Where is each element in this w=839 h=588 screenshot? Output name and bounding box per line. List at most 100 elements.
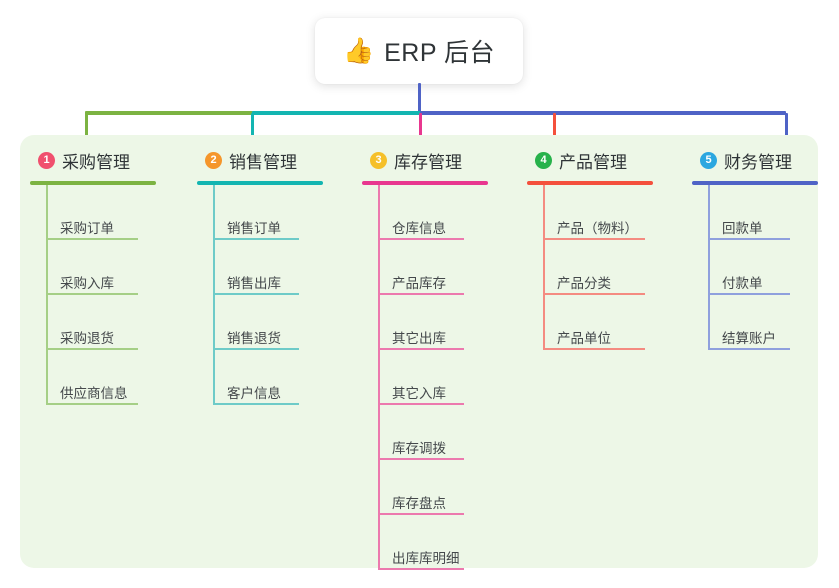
connector-drop-4 [553, 113, 556, 139]
branch-items: 回款单付款单结算账户 [708, 185, 818, 350]
branch-item[interactable]: 销售退货 [213, 295, 323, 350]
branch-item[interactable]: 仓库信息 [378, 185, 488, 240]
branch-item[interactable]: 产品单位 [543, 295, 653, 350]
branch-items: 采购订单采购入库采购退货供应商信息 [46, 185, 156, 405]
branch-item[interactable]: 采购订单 [46, 185, 156, 240]
branch-item-label: 其它出库 [392, 330, 446, 346]
branch-item[interactable]: 产品（物料） [543, 185, 653, 240]
branch-item-underline [378, 293, 464, 295]
branch-items: 产品（物料） 产品分类产品单位 [543, 185, 653, 350]
branch-item-label: 客户信息 [227, 385, 281, 401]
branch-number-badge: 1 [38, 151, 55, 169]
branch-item[interactable]: 销售出库 [213, 240, 323, 295]
connector-bar-segment-1 [85, 111, 253, 115]
branch-item-label: 销售退货 [227, 330, 281, 346]
branch-item[interactable]: 回款单 [708, 185, 818, 240]
branch-item[interactable]: 产品分类 [543, 240, 653, 295]
branch-spine [213, 185, 215, 405]
branch-item[interactable]: 产品库存 [378, 240, 488, 295]
thumbs-up-icon: 👍 [342, 36, 375, 65]
branch-item-label: 仓库信息 [392, 220, 446, 236]
branch-item-underline [46, 348, 138, 350]
branch-item-label: 结算账户 [722, 330, 776, 346]
branch-number-badge: 3 [370, 151, 387, 169]
branch-item-underline [543, 238, 645, 240]
branch-item-underline [46, 238, 138, 240]
branch-item-underline [46, 403, 138, 405]
branch-item-underline [708, 293, 790, 295]
branch-item-label: 销售订单 [227, 220, 281, 236]
branch-item[interactable]: 库存调拨 [378, 405, 488, 460]
branch-item[interactable]: 付款单 [708, 240, 818, 295]
branch-item-label: 产品（物料） [557, 220, 638, 236]
branch-column-产品管理: 4 产品管理产品（物料） 产品分类产品单位 [517, 145, 653, 350]
branch-item-label: 产品分类 [557, 275, 611, 291]
branch-number-badge: 4 [535, 151, 552, 169]
branch-header-underline [197, 181, 323, 185]
branch-items: 销售订单销售出库销售退货客户信息 [213, 185, 323, 405]
branch-header-销售管理[interactable]: 2 销售管理 [187, 145, 323, 175]
branch-spine [46, 185, 48, 405]
root-vertical-connector [418, 83, 421, 114]
branch-item-label: 供应商信息 [60, 385, 128, 401]
branch-item-label: 销售出库 [227, 275, 281, 291]
branch-item[interactable]: 库存盘点 [378, 460, 488, 515]
branch-label: 财务管理 [724, 152, 792, 172]
connector-drop-1 [85, 113, 88, 139]
connector-bar-segment-2 [252, 111, 421, 115]
branch-number-badge: 5 [700, 151, 717, 169]
branch-item-underline [378, 348, 464, 350]
connector-drop-5 [785, 113, 788, 139]
branch-label: 产品管理 [559, 152, 627, 172]
branch-item-label: 产品库存 [392, 275, 446, 291]
branch-item-label: 采购退货 [60, 330, 114, 346]
branch-item-underline [213, 403, 299, 405]
root-node-erp-backend[interactable]: 👍 ERP 后台 [315, 18, 523, 84]
branch-item-label: 采购入库 [60, 275, 114, 291]
branch-item-underline [213, 238, 299, 240]
branch-item-label: 其它入库 [392, 385, 446, 401]
branch-item-underline [708, 238, 790, 240]
branch-number-badge: 2 [205, 151, 222, 169]
branch-item-underline [378, 458, 464, 460]
branch-item-underline [708, 348, 790, 350]
branch-item[interactable]: 采购入库 [46, 240, 156, 295]
branch-item-underline [378, 513, 464, 515]
branch-header-underline [527, 181, 653, 185]
branch-header-underline [692, 181, 818, 185]
branch-item[interactable]: 出库库明细 [378, 515, 488, 570]
branch-item[interactable]: 其它入库 [378, 350, 488, 405]
branch-item[interactable]: 其它出库 [378, 295, 488, 350]
branch-spine [708, 185, 710, 350]
branch-items: 仓库信息产品库存其它出库其它入库库存调拨库存盘点出库库明细 [378, 185, 488, 570]
branch-item-label: 付款单 [722, 275, 763, 291]
branch-item[interactable]: 结算账户 [708, 295, 818, 350]
branch-item-underline [378, 568, 464, 570]
branch-header-underline [30, 181, 156, 185]
branch-item[interactable]: 客户信息 [213, 350, 323, 405]
branch-item[interactable]: 销售订单 [213, 185, 323, 240]
connector-drop-2 [251, 113, 254, 139]
branch-item[interactable]: 采购退货 [46, 295, 156, 350]
branch-item-label: 库存盘点 [392, 495, 446, 511]
branch-item-label: 回款单 [722, 220, 763, 236]
branch-header-财务管理[interactable]: 5 财务管理 [682, 145, 818, 175]
branch-item[interactable]: 供应商信息 [46, 350, 156, 405]
branch-label: 销售管理 [229, 152, 297, 172]
branch-item-underline [378, 238, 464, 240]
branch-header-underline [362, 181, 488, 185]
branch-header-产品管理[interactable]: 4 产品管理 [517, 145, 653, 175]
branch-column-销售管理: 2 销售管理销售订单销售出库销售退货客户信息 [187, 145, 323, 405]
root-node-title: ERP 后台 [384, 39, 496, 67]
branch-item-underline [378, 403, 464, 405]
branch-item-label: 产品单位 [557, 330, 611, 346]
branch-item-label: 出库库明细 [392, 550, 460, 566]
branch-column-财务管理: 5 财务管理回款单付款单结算账户 [682, 145, 818, 350]
branch-item-underline [213, 293, 299, 295]
branch-item-label: 采购订单 [60, 220, 114, 236]
branch-item-underline [213, 348, 299, 350]
